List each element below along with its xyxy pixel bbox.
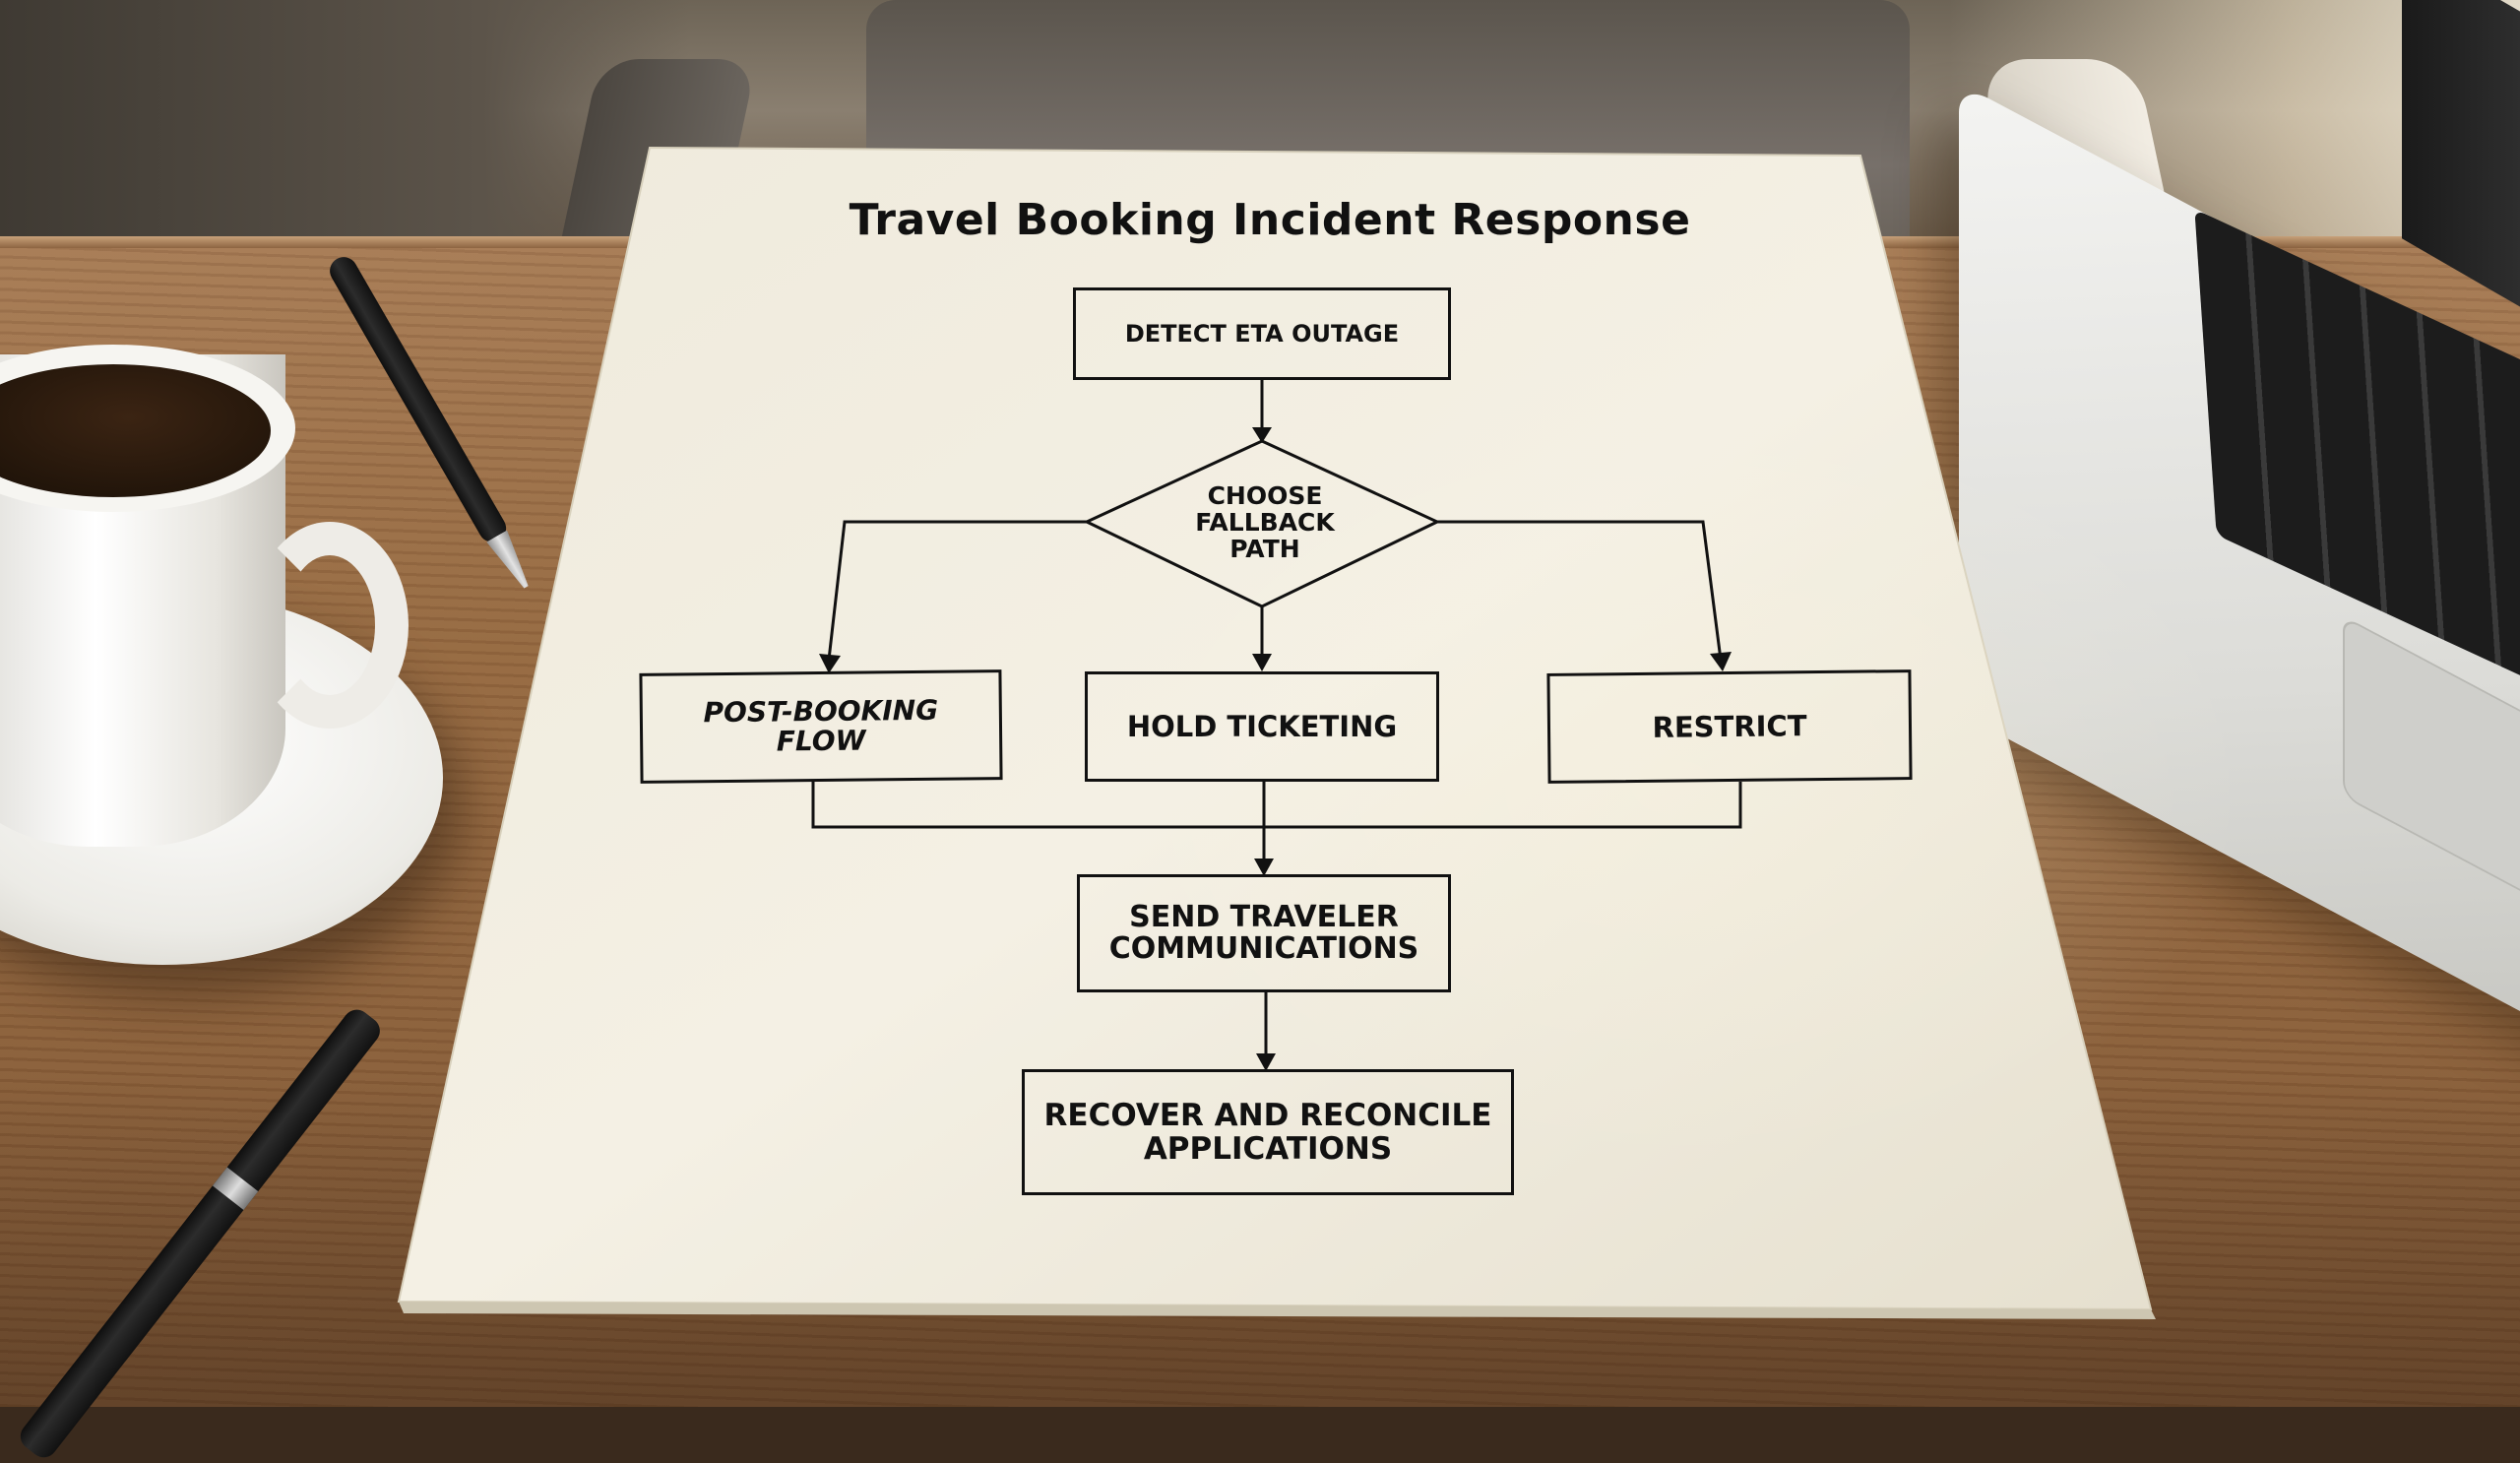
arrow-choose-post (827, 520, 1087, 661)
node-send-traveler-communications: SEND TRAVELER COMMUNICATIONS (1077, 874, 1451, 992)
node-detect-eta-outage: DETECT ETA OUTAGE (1073, 287, 1451, 380)
coffee (0, 364, 271, 497)
node-choose-fallback-path: CHOOSE FALLBACK PATH (1147, 473, 1383, 571)
node-label-line: SEND TRAVELER (1129, 900, 1399, 934)
node-label: HOLD TICKETING (1126, 710, 1398, 743)
flowchart: Travel Booking Incident Response DETECT … (639, 195, 1913, 1195)
arrowhead (1252, 427, 1272, 443)
node-post-booking-flow: POST-BOOKING FLOW (639, 669, 1003, 784)
arrowhead (819, 654, 841, 673)
node-label-line: CHOOSE (1207, 480, 1323, 510)
flowchart-connectors (811, 380, 1742, 1071)
arrow-choose-restrict (1437, 520, 1723, 661)
node-restrict: RESTRICT (1546, 669, 1913, 784)
node-label-line: RECOVER AND RECONCILE (1043, 1098, 1492, 1133)
arrowhead (1252, 654, 1272, 671)
arrowhead (1254, 859, 1274, 876)
node-label-line: FALLBACK (1195, 507, 1335, 537)
merge-line (811, 782, 1742, 829)
arrowhead (1256, 1053, 1276, 1071)
node-label-line: PATH (1229, 534, 1300, 563)
flowchart-title: Travel Booking Incident Response (849, 195, 1691, 245)
node-recover-and-reconcile: RECOVER AND RECONCILE APPLICATIONS (1022, 1069, 1514, 1195)
node-label-line: APPLICATIONS (1143, 1131, 1393, 1167)
node-label-line: FLOW (776, 724, 866, 758)
node-label: DETECT ETA OUTAGE (1124, 320, 1400, 348)
node-label: RESTRICT (1652, 709, 1807, 744)
node-label-line: POST-BOOKING (703, 693, 939, 730)
node-label-line: COMMUNICATIONS (1108, 931, 1419, 966)
node-hold-ticketing: HOLD TICKETING (1085, 671, 1439, 782)
arrowhead (1710, 652, 1732, 671)
